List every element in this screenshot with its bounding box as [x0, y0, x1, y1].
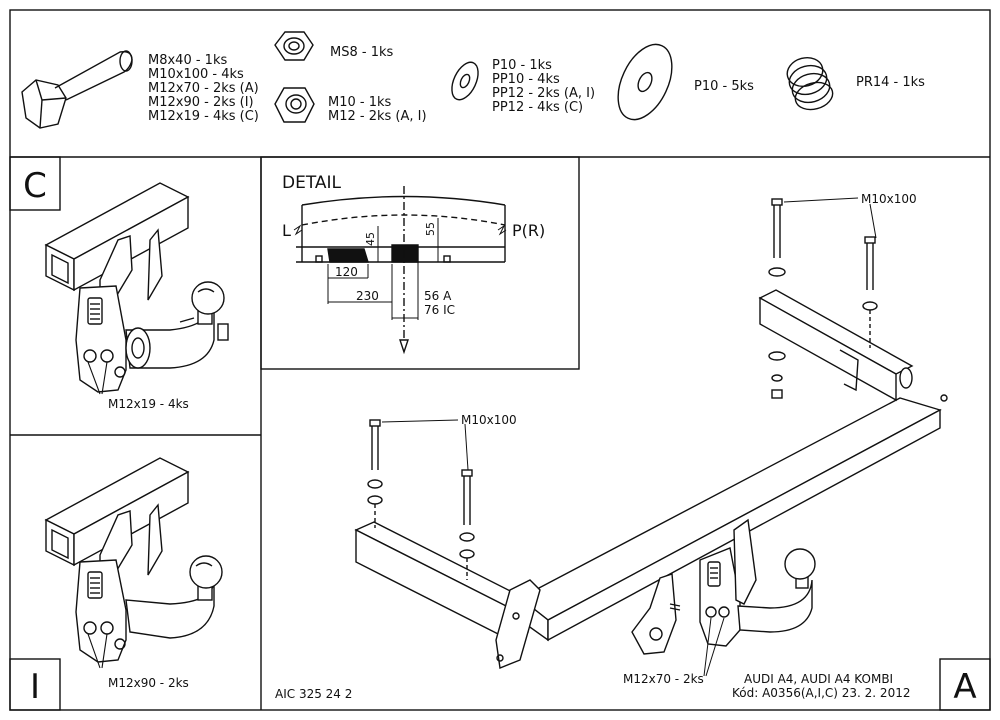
bolt-spec-2: M10x100 - 4ks: [148, 67, 244, 82]
panel-i-towbar-drawing: [44, 457, 223, 663]
spring-spec: PR14 - 1ks: [856, 75, 925, 90]
detail-title: DETAIL: [282, 173, 342, 193]
bolt-spec-4: M12x90 - 2ks (I): [148, 95, 254, 110]
lock-nut-icon: [274, 31, 314, 61]
outer-frame: [9, 9, 991, 711]
panel-i-letter-box: [9, 658, 61, 711]
panel-c-towbar-drawing: [44, 182, 229, 393]
nut-spec-1: M10 - 1ks: [328, 95, 392, 110]
left-bolt-stack: [367, 419, 475, 580]
main-crossbar-drawing: [354, 289, 948, 669]
bottom-bolt-label: M12x70 - 2ks: [623, 672, 704, 686]
detail-dim-55: 55: [424, 222, 437, 236]
drawing-code: AIC 325 24 2: [275, 687, 352, 701]
right-bolt-label: M10x100: [861, 192, 917, 206]
detail-note-ic: 76 IC: [424, 303, 455, 317]
panel-i-letter: I: [30, 667, 40, 707]
detail-note-a: 56 A: [424, 289, 452, 303]
panel-i-leader-lines: [87, 633, 108, 669]
detail-section-drawing: [293, 186, 507, 355]
hex-nut-icon: [274, 87, 315, 123]
panel-a-letter: A: [953, 667, 976, 707]
large-washer-icon: [617, 43, 673, 121]
panel-c-bolt-label: M12x19 - 4ks: [108, 397, 189, 411]
detail-right-label: P(R): [512, 221, 545, 240]
right-bolt-leaders: [783, 197, 877, 239]
small-washer-icon: [451, 61, 479, 101]
detail-dimension-lines: [327, 218, 439, 320]
bolt-spec-5: M12x19 - 4ks (C): [148, 109, 259, 124]
detail-left-label: L: [282, 221, 291, 240]
spring-washer-icon: [786, 56, 834, 111]
bolt-spec-1: M8x40 - 1ks: [148, 53, 227, 68]
detail-dim-45: 45: [364, 232, 377, 246]
detail-dim-230: 230: [356, 289, 379, 303]
panel-c-leader-lines: [87, 361, 108, 395]
right-bolt-stack: [768, 198, 878, 399]
washer-spec-2: PP10 - 4ks: [492, 72, 560, 87]
vehicle-name: AUDI A4, AUDI A4 KOMBI: [744, 672, 893, 686]
bolt-spec-3: M12x70 - 2ks (A): [148, 81, 259, 96]
bottom-bolt-leaders: [703, 617, 725, 677]
nut-spec-2: M12 - 2ks (A, I): [328, 109, 427, 124]
left-bolt-label: M10x100: [461, 413, 517, 427]
washer-spec-4: PP12 - 4ks (C): [492, 100, 583, 115]
washer-spec-3: PP12 - 2ks (A, I): [492, 86, 595, 101]
panel-a-letter-box: [939, 658, 991, 711]
left-bolt-leaders: [381, 419, 469, 471]
bolt-icon: [21, 50, 133, 129]
washer-spec-1: P10 - 1ks: [492, 58, 552, 73]
part-code: Kód: A0356(A,I,C) 23. 2. 2012: [732, 686, 910, 700]
panel-c-letter: C: [23, 166, 47, 206]
detail-frame: [260, 156, 580, 370]
detail-dim-120: 120: [335, 265, 358, 279]
large-washer-spec: P10 - 5ks: [694, 79, 754, 94]
nut-spec-ms8: MS8 - 1ks: [330, 45, 393, 60]
panel-c-letter-box: [9, 156, 61, 211]
panel-i-bolt-label: M12x90 - 2ks: [108, 676, 189, 690]
